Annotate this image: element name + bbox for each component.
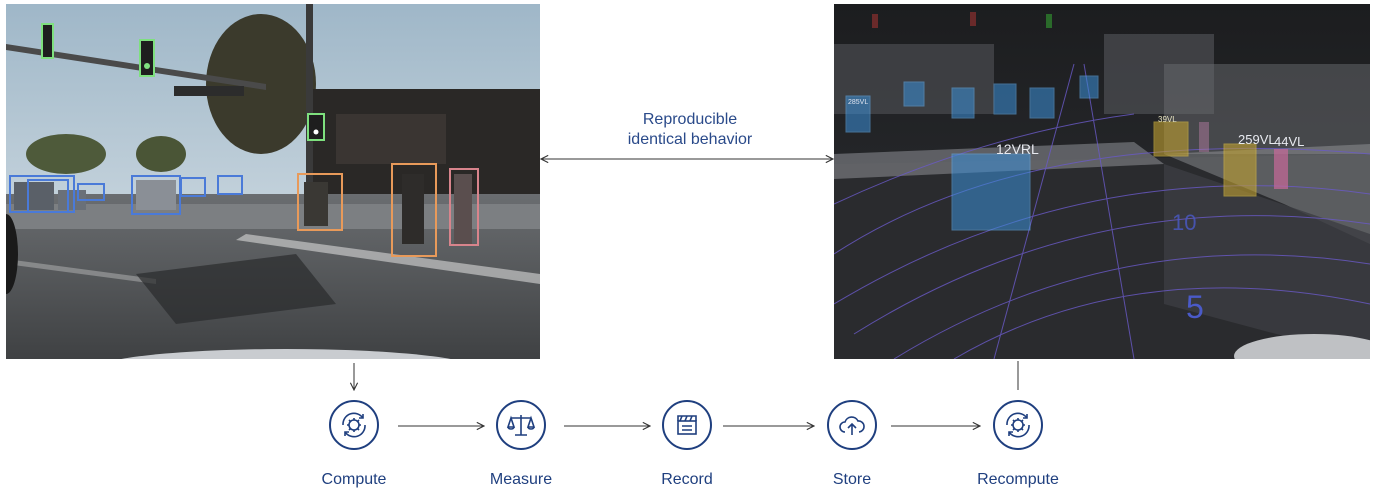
caption-line-1: Reproducible [642, 111, 738, 128]
step-measure: Measure [461, 400, 581, 490]
camera-view-image [6, 4, 540, 359]
pointcloud-label-259vl: 259VL [1238, 132, 1276, 147]
cloud-upload-icon [827, 400, 877, 450]
step-recompute: Recompute [958, 400, 1078, 490]
pointcloud-label-44vl: 44VL [1274, 134, 1304, 149]
pointcloud-distance-label-10: 10 [1172, 210, 1196, 235]
caption-line-2: identical behavior [627, 131, 753, 148]
step-compute: Compute [294, 400, 414, 490]
step-label: Recompute [977, 471, 1059, 488]
balance-scale-icon [496, 400, 546, 450]
step-label: Store [832, 471, 872, 488]
pointcloud-label-285vl: 285VL [848, 99, 868, 106]
step-label: Compute [321, 471, 387, 488]
reproducibility-caption: Reproducible identical behavior [560, 110, 820, 150]
pointcloud-label-12vrl: 12VRL [996, 141, 1039, 157]
clapperboard-icon [662, 400, 712, 450]
gear-cycle-icon [993, 400, 1043, 450]
step-store: Store [792, 400, 912, 490]
pointcloud-distance-label: 5 [1186, 289, 1204, 325]
pointcloud-view-image: 285VL 12VRL 259VL 44VL 39VL 5 10 [834, 4, 1370, 359]
step-record: Record [627, 400, 747, 490]
pointcloud-label-39vl: 39VL [1158, 115, 1177, 124]
gear-cycle-icon [329, 400, 379, 450]
step-label: Measure [489, 471, 553, 488]
step-label: Record [661, 471, 713, 488]
